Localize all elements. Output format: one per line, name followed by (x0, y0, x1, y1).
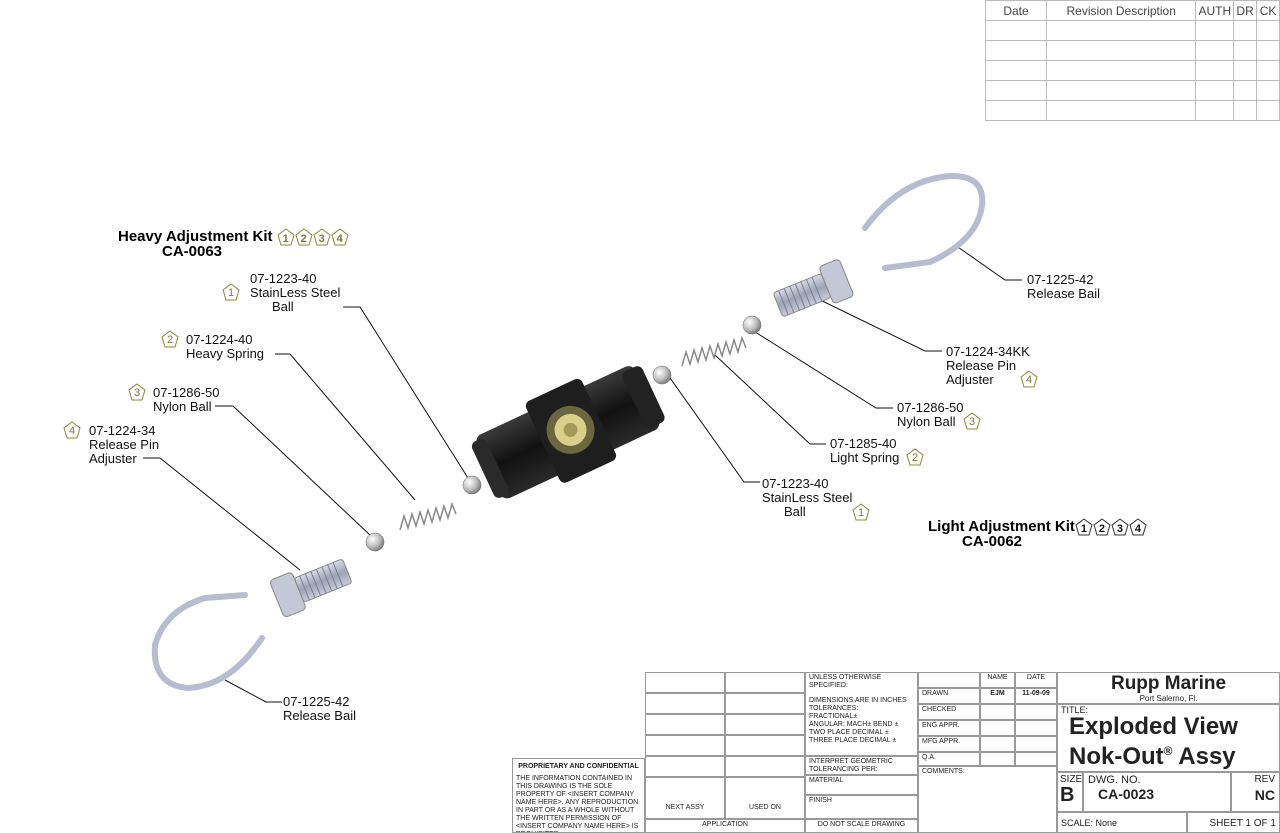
dwg-no-block: DWG. NO. CA-0023 (1083, 772, 1231, 812)
left-release-bail (151, 592, 265, 692)
badge-icon: 1 (852, 503, 870, 521)
scale-label: SCALE: None (1057, 812, 1187, 833)
right-release-pin-adjuster (773, 259, 854, 317)
right-stainless-ball (652, 365, 672, 385)
badge-icon: 4 (63, 421, 81, 439)
rev-header-ck: CK (1256, 0, 1280, 21)
nok-out-body (471, 366, 665, 499)
drawing-title-line1: Exploded View (1069, 713, 1238, 740)
badge-icon: 3 (1111, 518, 1129, 536)
left-release-pin-adjuster (269, 559, 352, 618)
badge-icon: 1 (222, 283, 240, 301)
left-heavy-spring (399, 501, 457, 531)
do-not-scale-label: DO NOT SCALE DRAWING (805, 819, 918, 833)
right-nylon-ball (742, 315, 762, 335)
finish-label: FINISH (805, 795, 918, 819)
eng-appr-label: ENG APPR. (918, 720, 980, 736)
material-label: MATERIAL (805, 775, 918, 795)
badge-icon: 3 (128, 383, 146, 401)
mfg-appr-label: MFG APPR. (918, 736, 980, 752)
sheet-label: SHEET 1 OF 1 (1187, 812, 1280, 833)
light-kit-code: CA-0062 (962, 533, 1023, 550)
qa-label: Q.A. (918, 752, 980, 766)
left-nylon-ball (365, 532, 385, 552)
light-kit-name: Light Adjustment Kit (928, 517, 1075, 535)
size-value: B (1060, 784, 1075, 806)
badge-icon: 2 (1093, 518, 1111, 536)
badge-icon: 1 (277, 228, 295, 246)
application-label: APPLICATION (645, 819, 805, 833)
company-block: Rupp Marine Port Salerno, Fl. (1057, 672, 1280, 704)
company-location: Port Salerno, Fl. (1139, 694, 1198, 703)
name-header: NAME (980, 672, 1015, 688)
left-stainless-ball (462, 475, 482, 495)
date-header: DATE (1015, 672, 1057, 688)
heavy-kit-name: Heavy Adjustment Kit (118, 227, 273, 245)
title-block: PROPRIETARY AND CONFIDENTIAL THE INFORMA… (512, 672, 1280, 833)
drawing-title-block: TITLE: Exploded View Nok-Out® Assy (1057, 704, 1280, 772)
drawing-title-line2: Nok-Out® Assy (1069, 743, 1236, 770)
badge-icon: 4 (331, 228, 349, 246)
callout-right-release-bail: 07-1225-42 Release Bail (1027, 272, 1100, 301)
badge-icon: 2 (161, 330, 179, 348)
drawn-label: DRAWN (918, 688, 980, 704)
rev-value: NC (1254, 787, 1275, 803)
rev-block: REV NC (1231, 772, 1280, 812)
callout-left-release-bail: 07-1225-42 Release Bail (283, 694, 356, 723)
size-block: SIZE B (1057, 772, 1083, 812)
company-name: Rupp Marine (1110, 673, 1227, 694)
comments-label: COMMENTS: (918, 766, 1057, 833)
proprietary-notice: PROPRIETARY AND CONFIDENTIAL THE INFORMA… (512, 758, 645, 833)
right-light-spring (681, 335, 747, 367)
right-release-bail (862, 172, 986, 271)
revision-table: Date Revision Description AUTH DR CK (985, 0, 1280, 122)
dwg-no-value: CA-0023 (1098, 786, 1155, 802)
checked-label: CHECKED (918, 704, 980, 720)
badge-icon: 4 (1129, 518, 1147, 536)
next-assy-label: NEXT ASSY (645, 777, 725, 819)
badge-icon: 4 (1020, 370, 1038, 388)
badge-icon: 3 (313, 228, 331, 246)
tolerances-block: UNLESS OTHERWISE SPECIFIED: DIMENSIONS A… (805, 672, 918, 756)
badge-icon: 1 (1075, 518, 1093, 536)
used-on-label: USED ON (725, 777, 805, 819)
heavy-kit-code: CA-0063 (162, 243, 223, 260)
drawn-date: 11-09-09 (1015, 688, 1057, 704)
badge-icon: 3 (963, 412, 981, 430)
badge-icon: 2 (906, 448, 924, 466)
badge-icon: 2 (295, 228, 313, 246)
drawn-name: EJM (980, 688, 1015, 704)
